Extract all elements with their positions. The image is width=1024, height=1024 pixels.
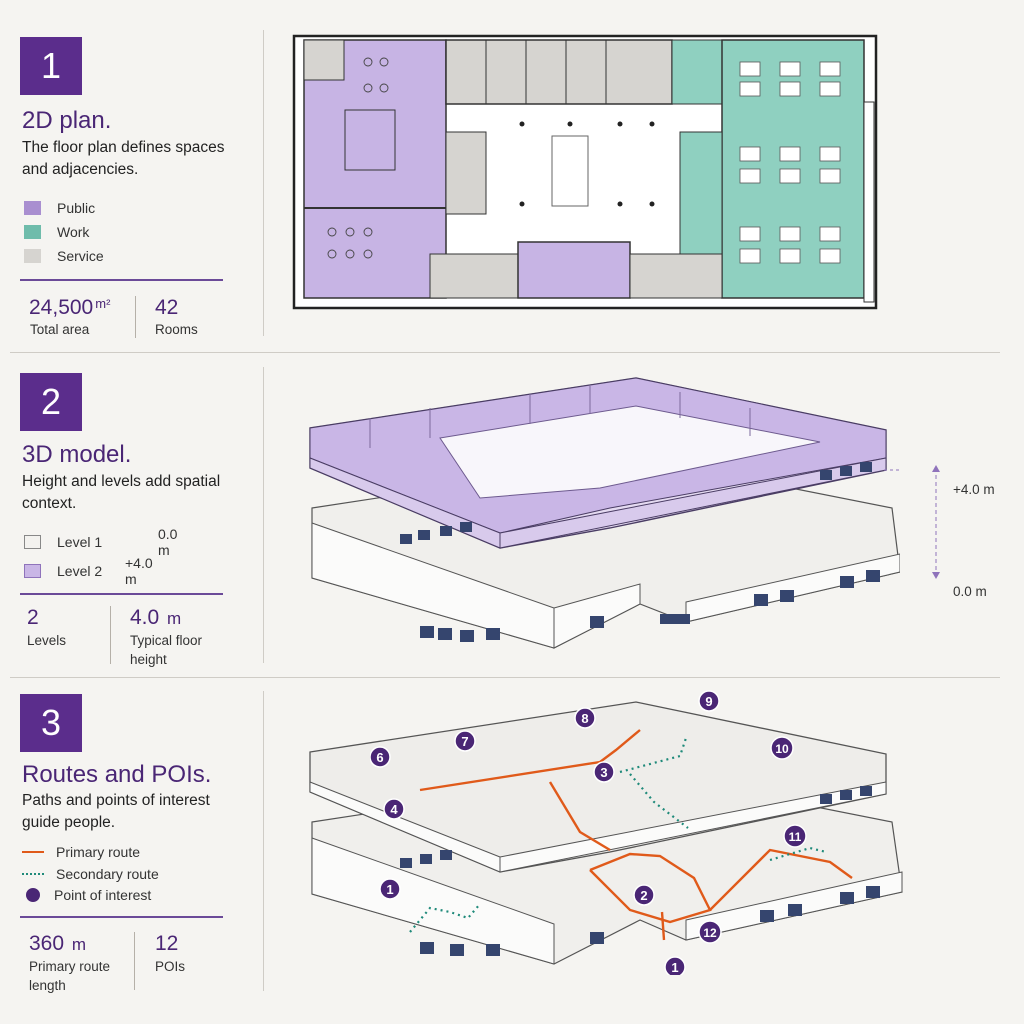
svg-text:2: 2 [640, 888, 647, 903]
stat-label: Levels [27, 633, 67, 648]
legend-swatch [24, 249, 41, 263]
section-divider [10, 677, 1000, 678]
column-divider [263, 367, 264, 663]
stat-label: Primary route length [29, 959, 111, 993]
svg-text:1: 1 [386, 882, 393, 897]
legend-item-primary-route: Primary route [22, 844, 140, 860]
poi-marker: 1 [664, 956, 686, 975]
poi-dot-icon [26, 888, 40, 902]
panel-routes-pois: 3 Routes and POIs. Paths and points of i… [0, 677, 1024, 1024]
svg-text:11: 11 [789, 830, 802, 844]
poi-marker: 10 [770, 736, 794, 760]
building-model-3d [309, 377, 900, 649]
legend-item-poi: Point of interest [22, 887, 151, 903]
svg-text:12: 12 [703, 926, 717, 940]
height-annotation-upper: +4.0 m [953, 482, 995, 497]
poi-marker: 8 [574, 707, 596, 729]
svg-text:4: 4 [390, 802, 398, 817]
legend-item-level-2: Level 2 +4.0 m [24, 555, 153, 587]
panel-2d-plan: 1 2D plan. The floor plan defines spaces… [0, 0, 1024, 350]
legend-label: Service [57, 248, 104, 264]
legend-line-solid [22, 851, 44, 853]
legend-label: Point of interest [54, 887, 152, 903]
legend-label: Level 2 [57, 563, 103, 579]
poi-marker: 11 [783, 824, 807, 848]
stat-divider [110, 606, 111, 664]
legend-label: Primary route [56, 844, 141, 860]
section-divider [10, 352, 1000, 353]
stat-route-length: 360 m [29, 932, 87, 955]
poi-marker: 7 [454, 730, 476, 752]
legend-item-secondary-route: Secondary route [22, 866, 159, 882]
stat-divider [135, 296, 136, 338]
stat-label: Total area [30, 322, 90, 337]
legend-label: Public [57, 200, 96, 216]
legend-label: Level 1 [57, 534, 103, 550]
legend-item-public: Public [24, 200, 95, 216]
poi-marker: 4 [383, 798, 405, 820]
poi-marker: 9 [698, 690, 720, 712]
poi-marker: 2 [633, 884, 655, 906]
poi-marker: 1 [379, 878, 401, 900]
panel-description: Height and levels add spatial context. [22, 473, 221, 512]
panel-title: Routes and POIs. [22, 761, 212, 788]
poi-marker: 3 [593, 761, 615, 783]
step-number-badge: 1 [20, 37, 82, 95]
legend-item-service: Service [24, 248, 104, 264]
floor-plan-2d [292, 34, 878, 310]
legend-level-height: 0.0 m [158, 526, 178, 558]
stat-label: Rooms [155, 322, 198, 337]
stat-floor-height: 4.0 m [130, 606, 182, 629]
svg-text:7: 7 [461, 734, 468, 749]
svg-text:1: 1 [671, 960, 678, 975]
stat-label: Typical floor height [130, 633, 203, 667]
legend-swatch [24, 201, 41, 215]
legend-item-level-1: Level 1 0.0 m [24, 526, 177, 558]
svg-text:10: 10 [775, 742, 789, 756]
stat-pois: 12 [155, 932, 179, 955]
panel-description: The floor plan defines spaces and adjace… [22, 139, 225, 178]
legend-swatch [24, 535, 41, 549]
step-number-badge: 3 [20, 694, 82, 752]
poi-marker: 12 [698, 920, 722, 944]
stat-label: POIs [155, 959, 186, 974]
panel-description: Paths and points of interest guide peopl… [22, 792, 210, 831]
legend-swatch [24, 564, 41, 578]
column-divider [263, 30, 264, 336]
routes-model-3d [309, 701, 903, 965]
legend-item-work: Work [24, 224, 89, 240]
legend-swatch [24, 225, 41, 239]
svg-text:9: 9 [705, 694, 712, 709]
divider-rule [20, 279, 223, 281]
divider-rule [20, 593, 223, 595]
stat-divider [134, 932, 135, 990]
divider-rule [20, 916, 223, 918]
column-divider [263, 691, 264, 991]
poi-markers: 1 2 3 4 6 7 8 9 10 11 12 1 [370, 690, 807, 975]
height-annotation-lower: 0.0 m [953, 584, 987, 599]
panel-title: 2D plan. [22, 107, 112, 134]
poi-marker: 6 [370, 746, 391, 768]
legend-label: Secondary route [56, 866, 159, 882]
legend-label: Work [57, 224, 90, 240]
svg-text:3: 3 [600, 765, 607, 780]
panel-title: 3D model. [22, 441, 132, 468]
height-dimension-arrow [932, 465, 940, 579]
stat-levels: 2 [27, 606, 39, 629]
step-number-badge: 2 [20, 373, 82, 431]
legend-line-dotted [22, 873, 44, 875]
svg-text:8: 8 [581, 711, 588, 726]
panel-3d-model: 2 3D model. Height and levels add spatia… [0, 352, 1024, 675]
svg-text:6: 6 [376, 750, 383, 765]
legend-level-height: +4.0 m [125, 555, 153, 587]
stat-rooms: 42 [155, 296, 179, 319]
